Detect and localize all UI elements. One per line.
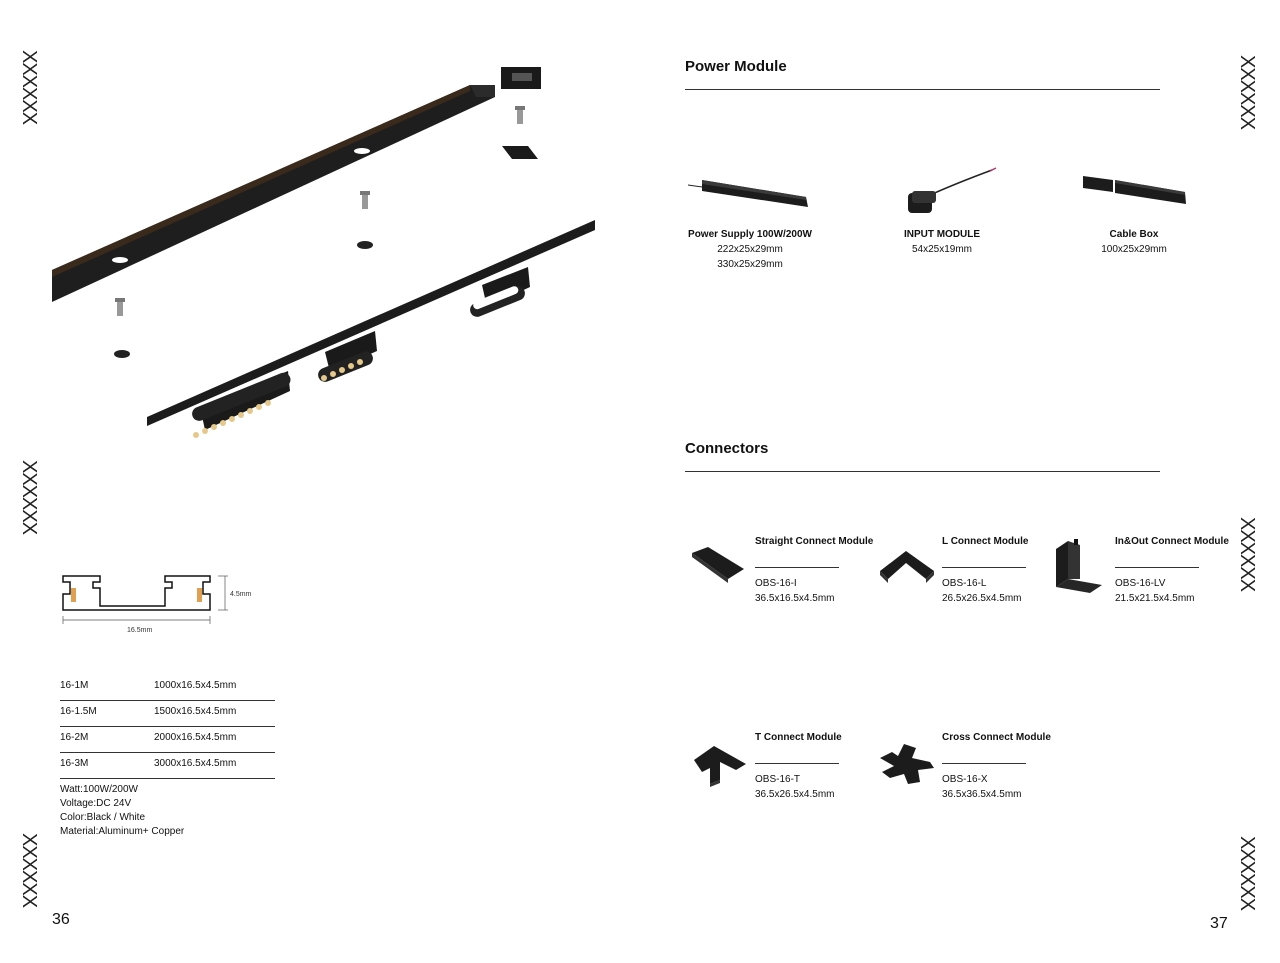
connector-code: OBS-16-I: [755, 578, 797, 589]
product-name: INPUT MODULE: [903, 229, 981, 240]
spine-mark: XXXXXX: [18, 50, 40, 125]
spine-mark: XXXXXX: [18, 460, 40, 535]
product-dims: 222x25x29mm: [717, 244, 783, 255]
connector-code: OBS-16-T: [755, 774, 801, 785]
spec-model: 16-2M: [60, 732, 89, 743]
spec-size: 2000x16.5x4.5mm: [154, 732, 237, 743]
spec-model: 16-1.5M: [60, 706, 97, 717]
section-divider: [685, 89, 1160, 90]
connector-dims: 36.5x36.5x4.5mm: [942, 789, 1022, 800]
spec-size: 1000x16.5x4.5mm: [154, 680, 237, 691]
connector-divider: [755, 567, 839, 568]
spine-mark: XXXXXX: [1236, 517, 1258, 592]
product-dims: 54x25x19mm: [911, 244, 973, 255]
spine-mark: XXXXXX: [1236, 55, 1258, 130]
connector-divider: [942, 567, 1026, 568]
connector-dims: 21.5x21.5x4.5mm: [1115, 593, 1195, 604]
product-dims: 100x25x29mm: [1101, 244, 1167, 255]
spec-row: 16-3M 3000x16.5x4.5mm: [60, 752, 275, 779]
connector-dims: 36.5x16.5x4.5mm: [755, 593, 835, 604]
spec-size: 1500x16.5x4.5mm: [154, 706, 237, 717]
power-module-title: Power Module: [685, 58, 787, 75]
spec-color: Color:Black / White: [60, 812, 146, 823]
connectors-title: Connectors: [685, 440, 769, 457]
connector-divider: [942, 763, 1026, 764]
spec-model: 16-3M: [60, 758, 89, 769]
exploded-track-illustration: [52, 67, 595, 438]
spine-mark: XXXXXX: [18, 833, 40, 908]
spec-model: 16-1M: [60, 680, 89, 691]
profile-height-label: 4.5mm: [230, 591, 252, 598]
input-module-image: [908, 167, 997, 213]
connector-name: T Connect Module: [755, 732, 842, 743]
spec-voltage: Voltage:DC 24V: [60, 798, 132, 809]
connector-name: Cross Connect Module: [942, 732, 1051, 743]
connector-divider: [755, 763, 839, 764]
product-name: Cable Box: [1109, 229, 1159, 240]
connector-name: L Connect Module: [942, 536, 1029, 547]
spine-mark: XXXXXX: [1236, 836, 1258, 911]
spec-row: 16-2M 2000x16.5x4.5mm: [60, 726, 275, 753]
connector-code: OBS-16-X: [942, 774, 988, 785]
connector-name: In&Out Connect Module: [1115, 536, 1229, 547]
spec-row: 16-1.5M 1500x16.5x4.5mm: [60, 700, 275, 727]
connector-dims: 36.5x26.5x4.5mm: [755, 789, 835, 800]
section-divider: [685, 471, 1160, 472]
connector-dims: 26.5x26.5x4.5mm: [942, 593, 1022, 604]
spec-row: 16-1M 1000x16.5x4.5mm: [60, 674, 275, 701]
l-connector-image: [880, 551, 934, 583]
in-out-connector-image: [1056, 539, 1102, 593]
profile-cross-section: [62, 575, 228, 624]
connector-code: OBS-16-LV: [1115, 578, 1166, 589]
cable-box-image: [1083, 176, 1186, 204]
product-name: Power Supply 100W/200W: [688, 229, 812, 240]
profile-width-label: 16.5mm: [127, 627, 153, 634]
spec-watt: Watt:100W/200W: [60, 784, 138, 795]
spec-material: Material:Aluminum+ Copper: [60, 826, 185, 837]
page-number-right: 37: [1210, 915, 1228, 932]
spec-list: Watt:100W/200W Voltage:DC 24V Color:Blac…: [60, 783, 184, 839]
spec-size: 3000x16.5x4.5mm: [154, 758, 237, 769]
connector-divider: [1115, 567, 1199, 568]
page-number-left: 36: [52, 911, 70, 928]
t-connector-image: [694, 746, 746, 787]
connector-code: OBS-16-L: [942, 578, 987, 589]
straight-connector-image: [692, 547, 744, 583]
power-supply-image: [687, 180, 808, 207]
cross-connector-image: [880, 744, 934, 784]
product-dims: 330x25x29mm: [717, 259, 783, 270]
connector-name: Straight Connect Module: [755, 536, 874, 547]
